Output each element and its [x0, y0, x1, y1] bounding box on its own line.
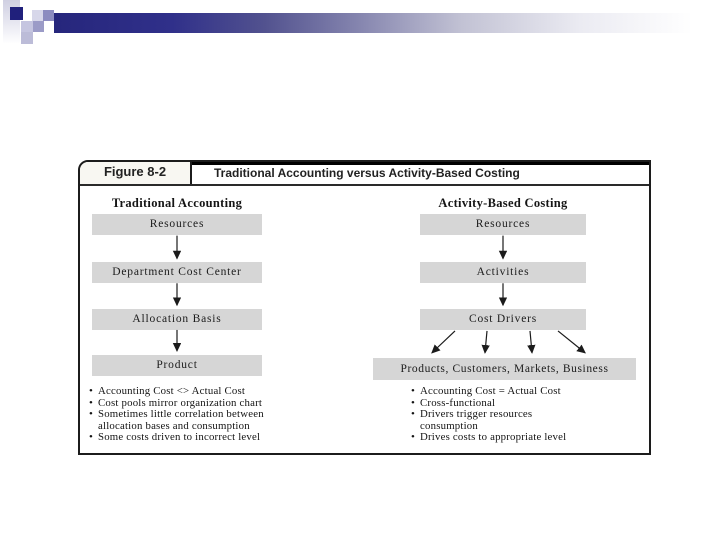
box-product: Product — [92, 355, 262, 376]
bullet-list-abc: Accounting Cost = Actual Cost Cross-func… — [410, 385, 625, 444]
bullet-item: Drivers trigger resources consumption — [410, 408, 625, 432]
column-heading-traditional: Traditional Accounting — [111, 196, 243, 210]
figure-title: Traditional Accounting versus Activity-B… — [192, 162, 649, 184]
box-department-cost-center: Department Cost Center — [92, 262, 262, 283]
box-allocation-basis: Allocation Basis — [92, 309, 262, 330]
decorative-square — [33, 21, 44, 32]
column-heading-abc: Activity-Based Costing — [438, 196, 568, 210]
box-resources-traditional: Resources — [92, 214, 262, 235]
box-resources-abc: Resources — [420, 214, 586, 235]
bullet-item: Accounting Cost <> Actual Cost — [88, 385, 343, 398]
bullet-item: Accounting Cost = Actual Cost — [410, 385, 625, 398]
box-products-customers-markets-business: Products, Customers, Markets, Business — [373, 358, 636, 380]
box-activities: Activities — [420, 262, 586, 283]
figure-8-2: Figure 8-2 Traditional Accounting versus… — [78, 160, 651, 455]
figure-label: Figure 8-2 — [80, 162, 192, 184]
decorative-square — [32, 10, 44, 21]
bullet-item: Cost pools mirror organization chart — [88, 397, 343, 410]
bullet-list-traditional: Accounting Cost <> Actual Cost Cost pool… — [88, 385, 343, 444]
decorative-square — [21, 32, 33, 44]
bullet-item: Cross-functional — [410, 397, 625, 410]
decorative-square-navy — [10, 7, 23, 20]
figure-body: Traditional Accounting Activity-Based Co… — [80, 186, 649, 453]
decorative-square — [21, 21, 33, 32]
bullet-item: Sometimes little correlation between all… — [88, 408, 343, 432]
bullet-item: Some costs driven to incorrect level — [88, 432, 343, 444]
bullet-item: Drives costs to appropriate level — [410, 432, 625, 444]
decorative-banner-bar — [54, 13, 712, 33]
decorative-square — [43, 10, 54, 21]
figure-header: Figure 8-2 Traditional Accounting versus… — [80, 162, 649, 186]
box-cost-drivers: Cost Drivers — [420, 309, 586, 330]
